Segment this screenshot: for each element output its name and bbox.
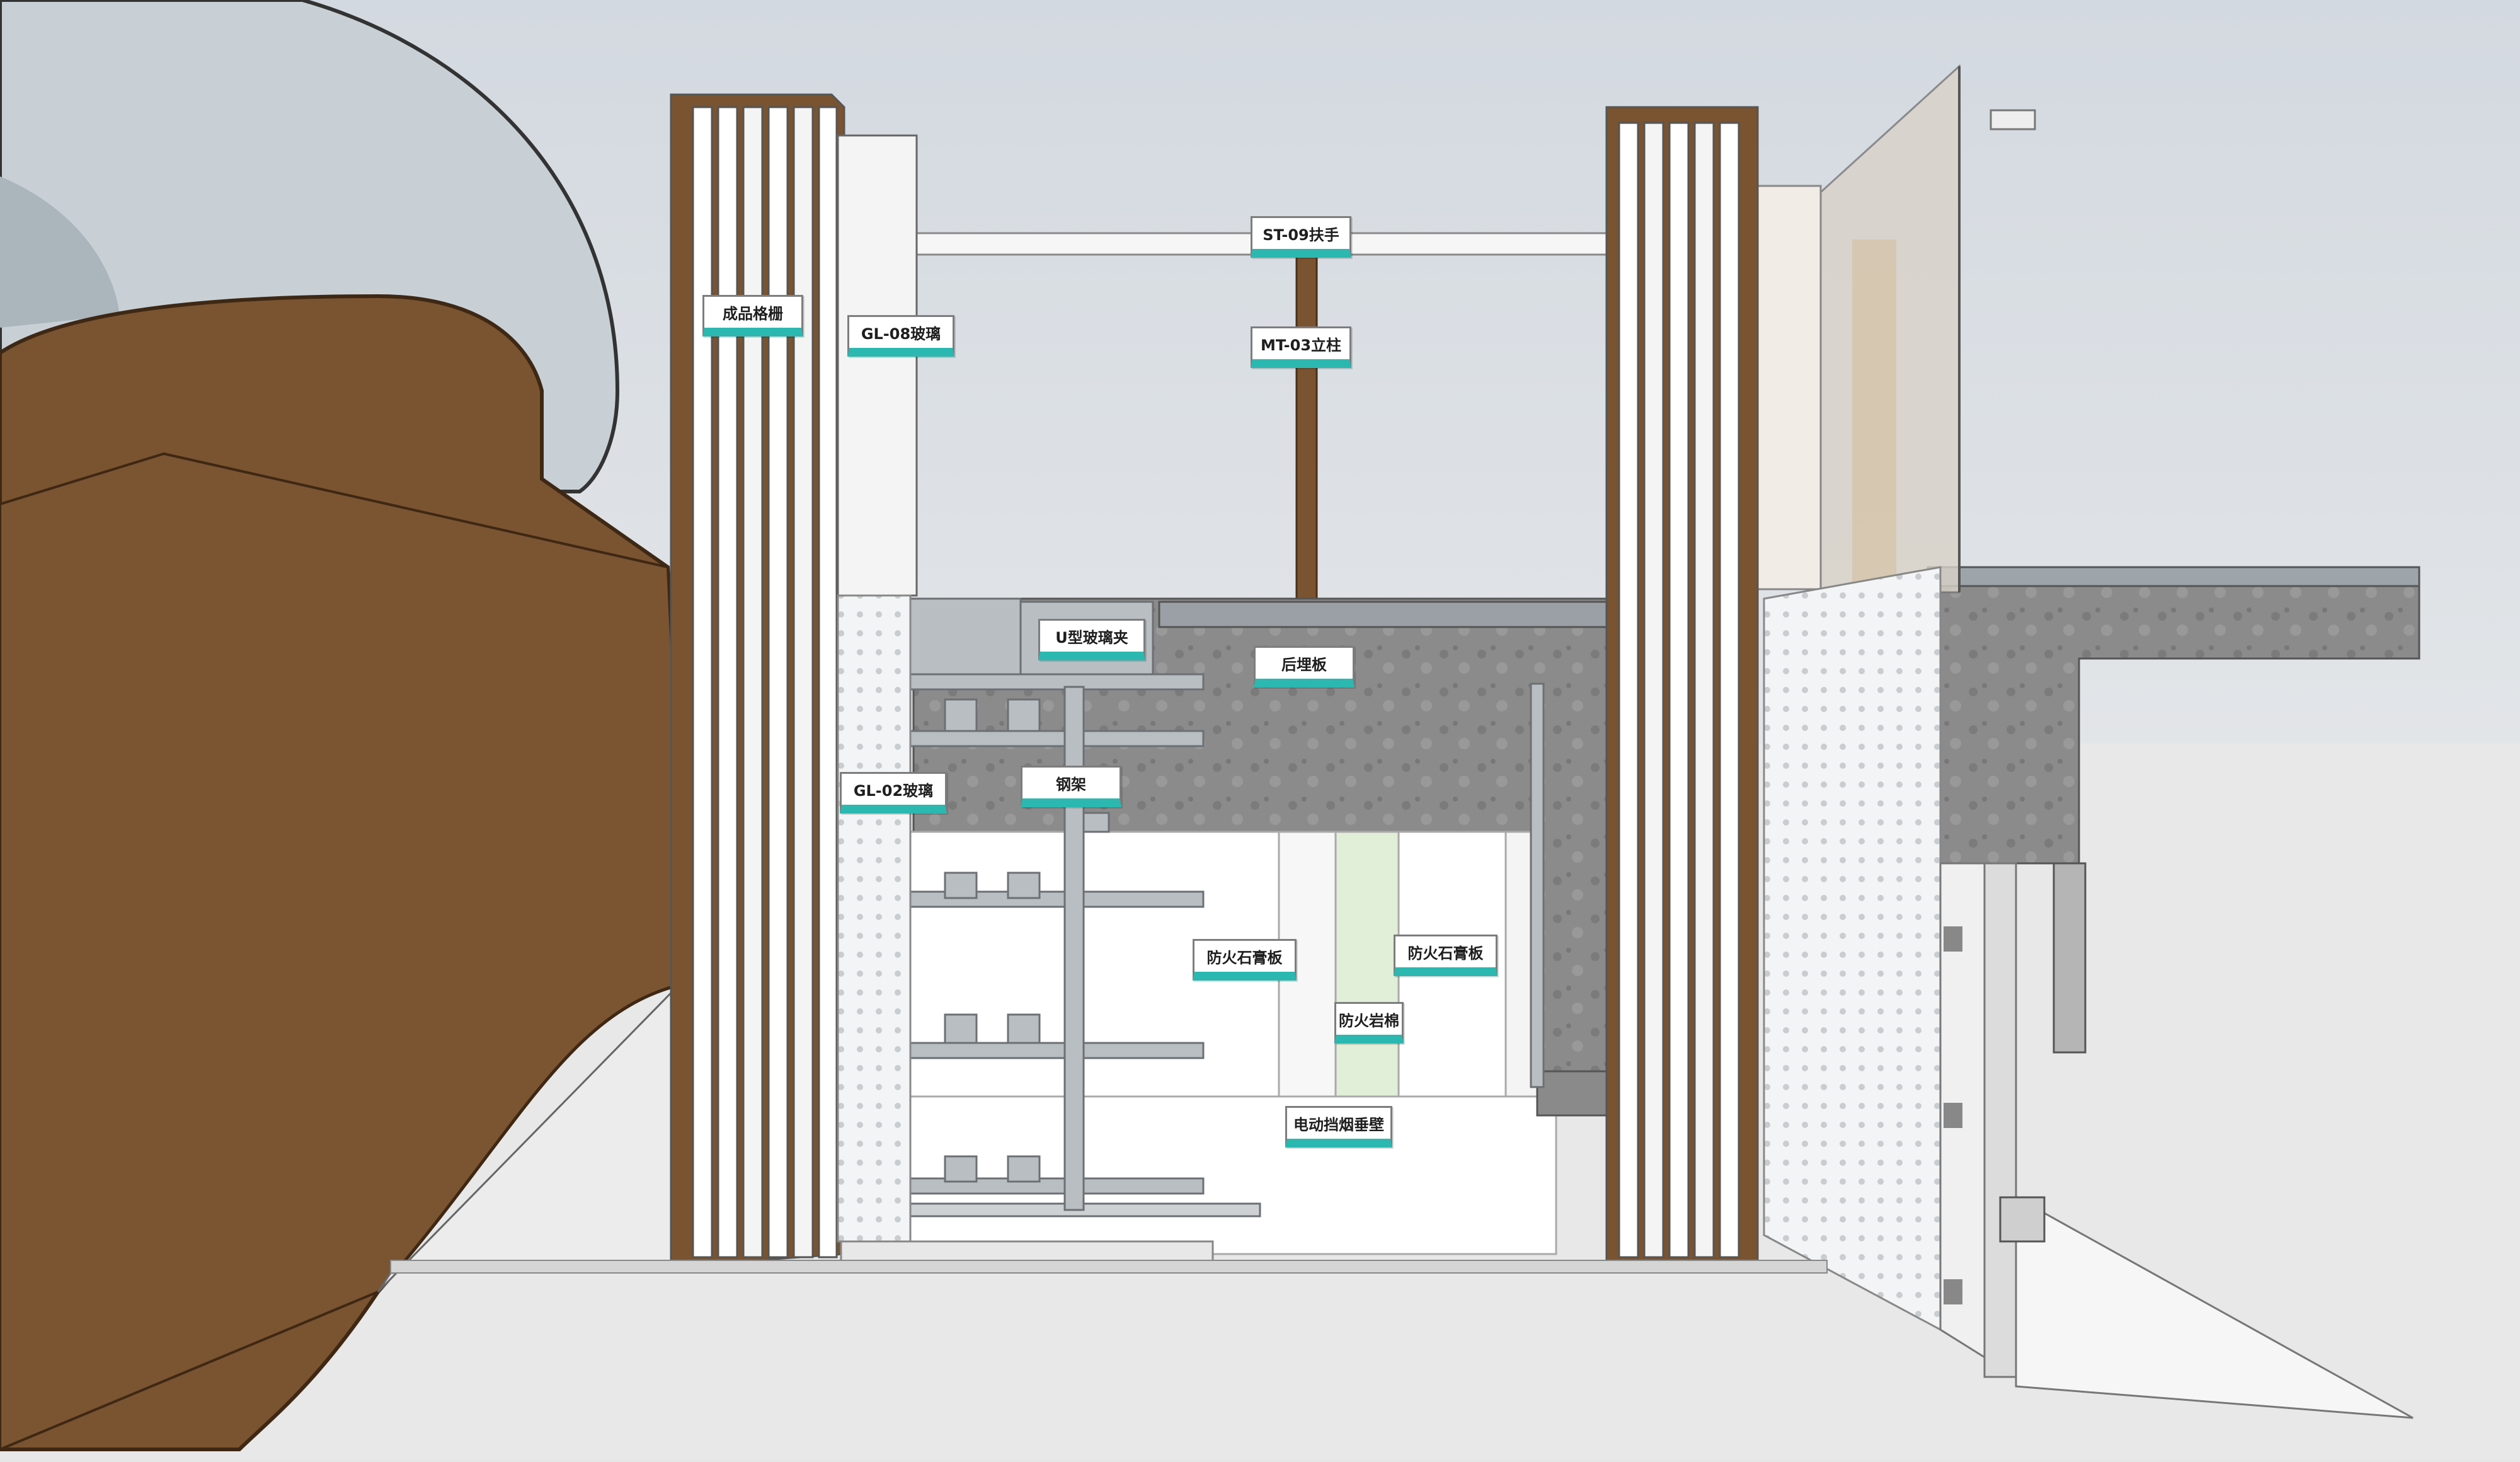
label-smoke-wall: 电动挡烟垂壁	[1285, 1106, 1392, 1148]
right-dotted-glass	[1763, 566, 2414, 1419]
right-grille	[1605, 106, 1759, 1271]
gl08-glass-panel	[837, 134, 918, 597]
right-glass-balustrade	[1756, 64, 2036, 594]
left-grille	[670, 93, 845, 1268]
label-rockwool: 防火岩棉	[1334, 1002, 1404, 1044]
label-backing: 后埋板	[1254, 646, 1354, 688]
floor-base	[390, 1260, 1828, 1274]
label-grille: 成品格栅	[702, 295, 803, 337]
label-mt03: MT-03立柱	[1251, 326, 1351, 368]
mt03-post	[1295, 251, 1318, 600]
gl02-glass-panel	[837, 594, 912, 1243]
label-gypsum-right: 防火石膏板	[1394, 935, 1498, 976]
label-gl02: GL-02玻璃	[840, 772, 947, 814]
escalator-mass	[0, 0, 694, 1451]
label-u-clip: U型玻璃夹	[1038, 619, 1145, 660]
label-gl08: GL-08玻璃	[847, 315, 954, 357]
label-gypsum-left: 防火石膏板	[1193, 939, 1297, 981]
label-st09: ST-09扶手	[1251, 216, 1351, 258]
steel-frame	[906, 597, 1545, 1217]
label-steel: 钢架	[1021, 766, 1121, 807]
